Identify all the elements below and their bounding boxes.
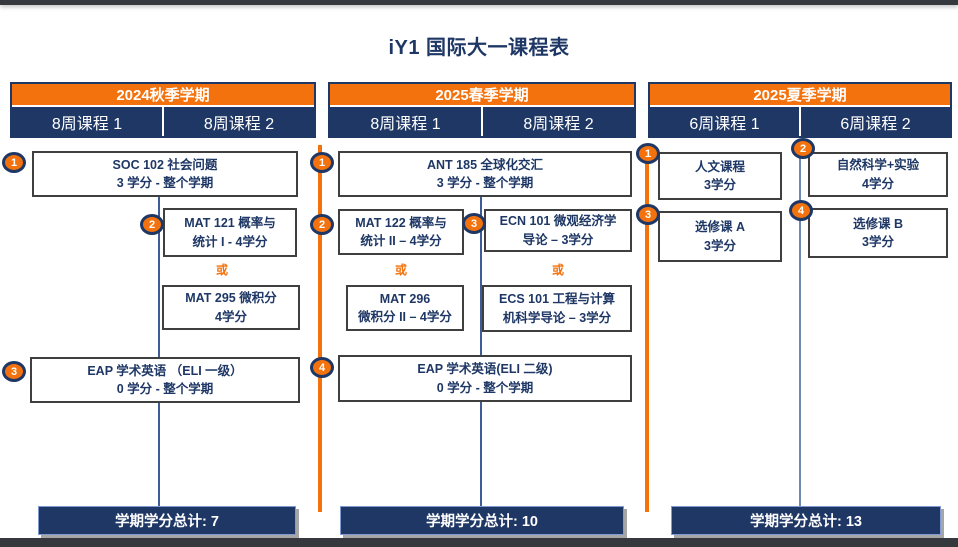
course-box-ecn101: ECN 101 微观经济学 导论 – 3学分	[484, 209, 632, 252]
session-tab-summer-2: 6周课程 2	[801, 107, 950, 136]
course-line: MAT 296	[379, 291, 431, 306]
course-line: 微积分 II – 4学分	[358, 310, 452, 324]
course-line: ECS 101 工程与计算	[498, 292, 615, 307]
session-tab-fall-1: 8周课程 1	[12, 107, 162, 136]
semester-header-spring: 2025春季学期 8周课程 1 8周课程 2	[328, 82, 636, 138]
course-box-natural-science: 自然科学+实验 4学分	[808, 152, 948, 197]
course-line: 导论 – 3学分	[522, 232, 594, 247]
total-bar-summer: 学期学分总计: 13	[671, 506, 941, 535]
course-box-mat295: MAT 295 微积分 4学分	[162, 285, 300, 330]
course-line: 自然科学+实验	[836, 158, 920, 173]
total-bar-spring: 学期学分总计: 10	[340, 506, 624, 535]
badge-spring-3: 3	[462, 213, 486, 234]
semester-header-summer: 2025夏季学期 6周课程 1 6周课程 2	[648, 82, 952, 138]
course-line: MAT 121 概率与	[184, 216, 276, 231]
course-line: ANT 185 全球化交汇	[427, 157, 543, 172]
course-line: 3学分	[862, 235, 894, 249]
session-row-summer: 6周课程 1 6周课程 2	[650, 107, 950, 136]
session-tab-summer-1: 6周课程 1	[650, 107, 799, 136]
course-line: 0 学分 - 整个学期	[436, 380, 534, 395]
bottom-chrome-bar	[0, 538, 958, 547]
badge-fall-1: 1	[2, 152, 26, 173]
course-box-mat122: MAT 122 概率与 统计 II – 4学分	[338, 209, 464, 255]
badge-spring-4: 4	[310, 357, 334, 378]
or-label-spring-1: 或	[394, 263, 407, 277]
badge-spring-1: 1	[310, 152, 334, 173]
course-box-humanities: 人文课程 3学分	[658, 152, 782, 200]
course-line: 3 学分 - 整个学期	[436, 176, 534, 190]
course-line: 人文课程	[694, 159, 745, 174]
session-tab-spring-2: 8周课程 2	[483, 107, 634, 136]
badge-summer-2: 2	[791, 138, 815, 159]
course-line: MAT 122 概率与	[355, 215, 447, 230]
session-tab-spring-1: 8周课程 1	[330, 107, 481, 136]
session-row-fall: 8周课程 1 8周课程 2	[12, 107, 314, 136]
connector-line-fall	[158, 197, 160, 506]
course-box-eap-spring: EAP 学术英语(ELI 二级) 0 学分 - 整个学期	[338, 355, 632, 402]
course-line: EAP 学术英语 （ELI 一级）	[87, 363, 243, 378]
badge-summer-1: 1	[636, 143, 660, 164]
badge-fall-3: 3	[2, 361, 26, 382]
course-box-eap-fall: EAP 学术英语 （ELI 一级） 0 学分 - 整个学期	[30, 357, 300, 403]
course-line: 4学分	[862, 176, 894, 191]
connector-line-spring	[480, 197, 482, 506]
course-box-ant185: ANT 185 全球化交汇 3 学分 - 整个学期	[338, 151, 632, 197]
course-line: EAP 学术英语(ELI 二级)	[417, 362, 553, 377]
semester-header-fall: 2024秋季学期 8周课程 1 8周课程 2	[10, 82, 316, 138]
course-line: 统计 I - 4学分	[192, 234, 268, 249]
course-box-elective-b: 选修课 B 3学分	[808, 208, 948, 258]
course-box-ecs101: ECS 101 工程与计算 机科学导论 – 3学分	[482, 285, 632, 332]
course-line: 0 学分 - 整个学期	[116, 382, 214, 396]
course-line: 选修课 B	[852, 216, 903, 231]
badge-spring-2: 2	[310, 214, 334, 235]
course-line: 选修课 A	[694, 220, 745, 235]
course-line: 机科学导论 – 3学分	[502, 310, 612, 325]
semester-title-fall: 2024秋季学期	[12, 84, 314, 105]
course-box-elective-a: 选修课 A 3学分	[658, 211, 782, 262]
course-line: 4学分	[215, 309, 247, 324]
divider-orange-2	[645, 145, 649, 512]
page-title: iY1 国际大一课程表	[388, 37, 570, 59]
session-tab-fall-2: 8周课程 2	[164, 107, 314, 136]
course-box-mat296: MAT 296 微积分 II – 4学分	[346, 285, 464, 331]
course-line: 3 学分 - 整个学期	[116, 176, 214, 190]
course-box-mat121: MAT 121 概率与 统计 I - 4学分	[163, 208, 297, 257]
connector-line-summer	[799, 142, 801, 506]
course-line: 3学分	[704, 238, 736, 253]
course-box-soc102: SOC 102 社会问题 3 学分 - 整个学期	[32, 151, 298, 197]
total-bar-fall: 学期学分总计: 7	[38, 506, 296, 535]
semester-title-summer: 2025夏季学期	[650, 84, 950, 105]
course-line: ECN 101 微观经济学	[499, 214, 617, 229]
or-label-spring-2: 或	[551, 263, 564, 277]
course-line: 统计 II – 4学分	[360, 234, 442, 248]
badge-summer-3: 3	[636, 204, 660, 225]
badge-fall-2: 2	[140, 214, 164, 235]
course-line: SOC 102 社会问题	[112, 157, 218, 172]
or-label-fall: 或	[215, 263, 228, 277]
course-line: 3学分	[704, 178, 736, 192]
semester-title-spring: 2025春季学期	[330, 84, 634, 105]
badge-summer-4: 4	[789, 200, 813, 221]
course-line: MAT 295 微积分	[185, 291, 277, 306]
top-chrome-bar	[0, 0, 958, 5]
divider-orange-1	[318, 145, 322, 512]
session-row-spring: 8周课程 1 8周课程 2	[330, 107, 634, 136]
